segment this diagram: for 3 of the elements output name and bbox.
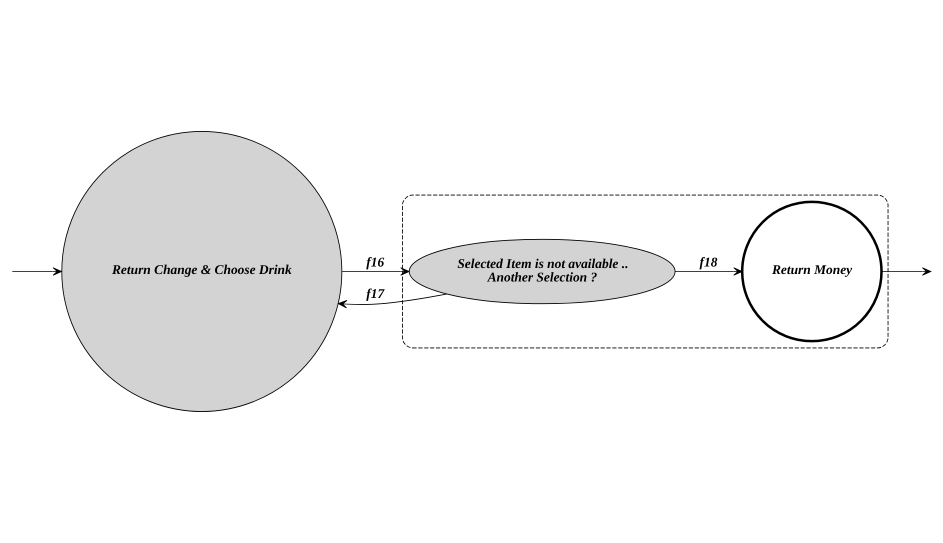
edge-label: f17	[366, 286, 384, 302]
edge-label: f18	[700, 254, 718, 270]
edge-label: f16	[366, 254, 384, 270]
